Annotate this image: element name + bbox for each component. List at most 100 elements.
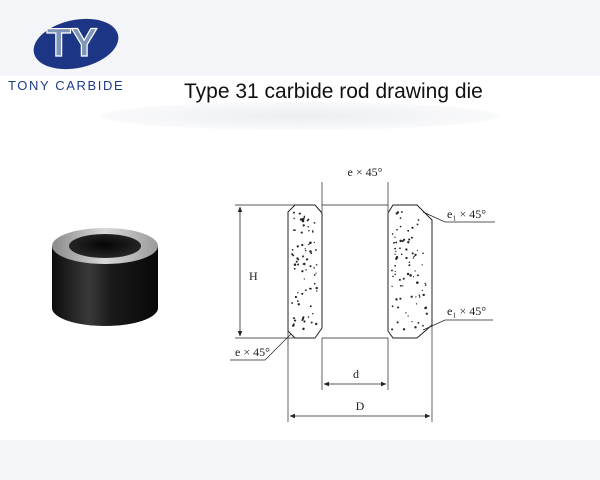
stipple-dot (394, 270, 396, 273)
stipple-dot (416, 281, 419, 284)
stipple-dot (297, 258, 300, 261)
stipple-dot (422, 252, 424, 255)
stipple-dot (411, 252, 414, 255)
stipple-dot (396, 228, 398, 231)
stipple-dot (304, 248, 306, 250)
stipple-dot (293, 211, 295, 214)
stipple-dot (309, 265, 312, 268)
stipple-dot (407, 229, 410, 232)
die-cross-section-drawing: e × 45° e₁ × 45° e₁ × 45° e × 45° H d D (230, 165, 495, 422)
stipple-dot (415, 303, 418, 305)
stipple-dot (400, 211, 403, 213)
stipple-dot (309, 305, 312, 308)
stipple-dot (408, 264, 411, 267)
stipple-dot (421, 264, 423, 266)
stipple-dot (417, 274, 419, 277)
stipple-dot (408, 238, 411, 241)
stipple-dot (313, 267, 315, 269)
stipple-dot (301, 243, 304, 247)
stipple-dot (293, 217, 295, 220)
stipple-dot (302, 255, 304, 258)
stipple-dot (293, 319, 297, 322)
stipple-dot (402, 285, 404, 287)
bore-lines (321, 204, 389, 339)
stipple-dot (410, 236, 413, 239)
die-photo (52, 228, 158, 326)
stipple-dot (411, 320, 413, 323)
stipple-dot (406, 272, 410, 276)
stipple-dot (421, 289, 424, 292)
stipple-dot (297, 303, 300, 306)
stipple-dot (411, 226, 414, 229)
stipple-dot (314, 249, 317, 251)
stipple-dot (424, 306, 428, 310)
stipple-dot (301, 319, 304, 321)
stipple-dot (294, 295, 297, 299)
stipple-dot (417, 219, 420, 221)
footer-band (0, 440, 600, 480)
company-logo: TY (33, 18, 119, 70)
stipple-dot (399, 297, 402, 300)
stipple-dot (307, 225, 310, 228)
stipple-dot (399, 247, 401, 250)
stipple-dot (396, 321, 399, 324)
stipple-dot (315, 322, 318, 326)
stipple-dot (391, 269, 393, 272)
stipple-dot (309, 250, 312, 253)
label-right-bottom-chamfer: e₁ × 45° (447, 304, 486, 318)
stipple-dot (308, 229, 310, 232)
stipple-dot (414, 326, 417, 329)
label-top-chamfer: e × 45° (348, 165, 383, 179)
stipple-dot (398, 278, 401, 281)
carbide-stipple (291, 211, 428, 331)
stipple-dot (394, 253, 396, 255)
stipple-dot (309, 287, 311, 290)
stipple-dot (416, 223, 419, 226)
dimension-lines (237, 206, 431, 419)
stipple-dot (309, 241, 312, 245)
stipple-dot (393, 241, 395, 244)
stipple-dot (312, 313, 314, 315)
stipple-dot (299, 218, 303, 221)
stipple-dot (410, 295, 413, 298)
stipple-dot (300, 231, 303, 234)
stipple-dot (302, 224, 305, 227)
stipple-dot (391, 328, 394, 331)
stipple-dot (296, 245, 299, 248)
stipple-dot (399, 239, 402, 243)
stipple-dot (312, 230, 314, 232)
stipple-dot (407, 315, 409, 317)
stipple-dot (414, 253, 417, 257)
stipple-dot (400, 284, 402, 287)
stipple-dot (305, 269, 307, 271)
stipple-dot (416, 249, 419, 252)
stipple-dot (292, 324, 295, 327)
stipple-dot (412, 257, 415, 259)
stipple-dot (315, 272, 317, 274)
page-title: Type 31 carbide rod drawing die (184, 80, 483, 103)
title-shadow (100, 102, 500, 130)
label-left-bottom-chamfer: e × 45° (235, 345, 270, 359)
stipple-dot (392, 275, 394, 278)
stipple-dot (303, 262, 306, 266)
stipple-dot (310, 321, 313, 324)
label-outer-diameter: D (356, 399, 365, 413)
stipple-dot (293, 263, 297, 266)
stipple-dot (394, 273, 396, 276)
stipple-dot (293, 267, 296, 270)
die-walls (287, 204, 433, 339)
stipple-dot (400, 253, 403, 256)
stipple-dot (405, 312, 407, 314)
label-right-top-chamfer: e₁ × 45° (447, 207, 486, 221)
logo-letters: TY (46, 21, 97, 65)
stipple-dot (395, 212, 398, 215)
stipple-dot (394, 236, 396, 238)
stipple-dot (422, 293, 425, 297)
stipple-dot (315, 286, 318, 290)
stipple-dot (402, 238, 406, 241)
die-bore (69, 234, 141, 258)
stipple-dot (291, 302, 294, 304)
stipple-dot (297, 291, 299, 294)
stipple-dot (414, 270, 416, 272)
stipple-dot (313, 241, 316, 244)
